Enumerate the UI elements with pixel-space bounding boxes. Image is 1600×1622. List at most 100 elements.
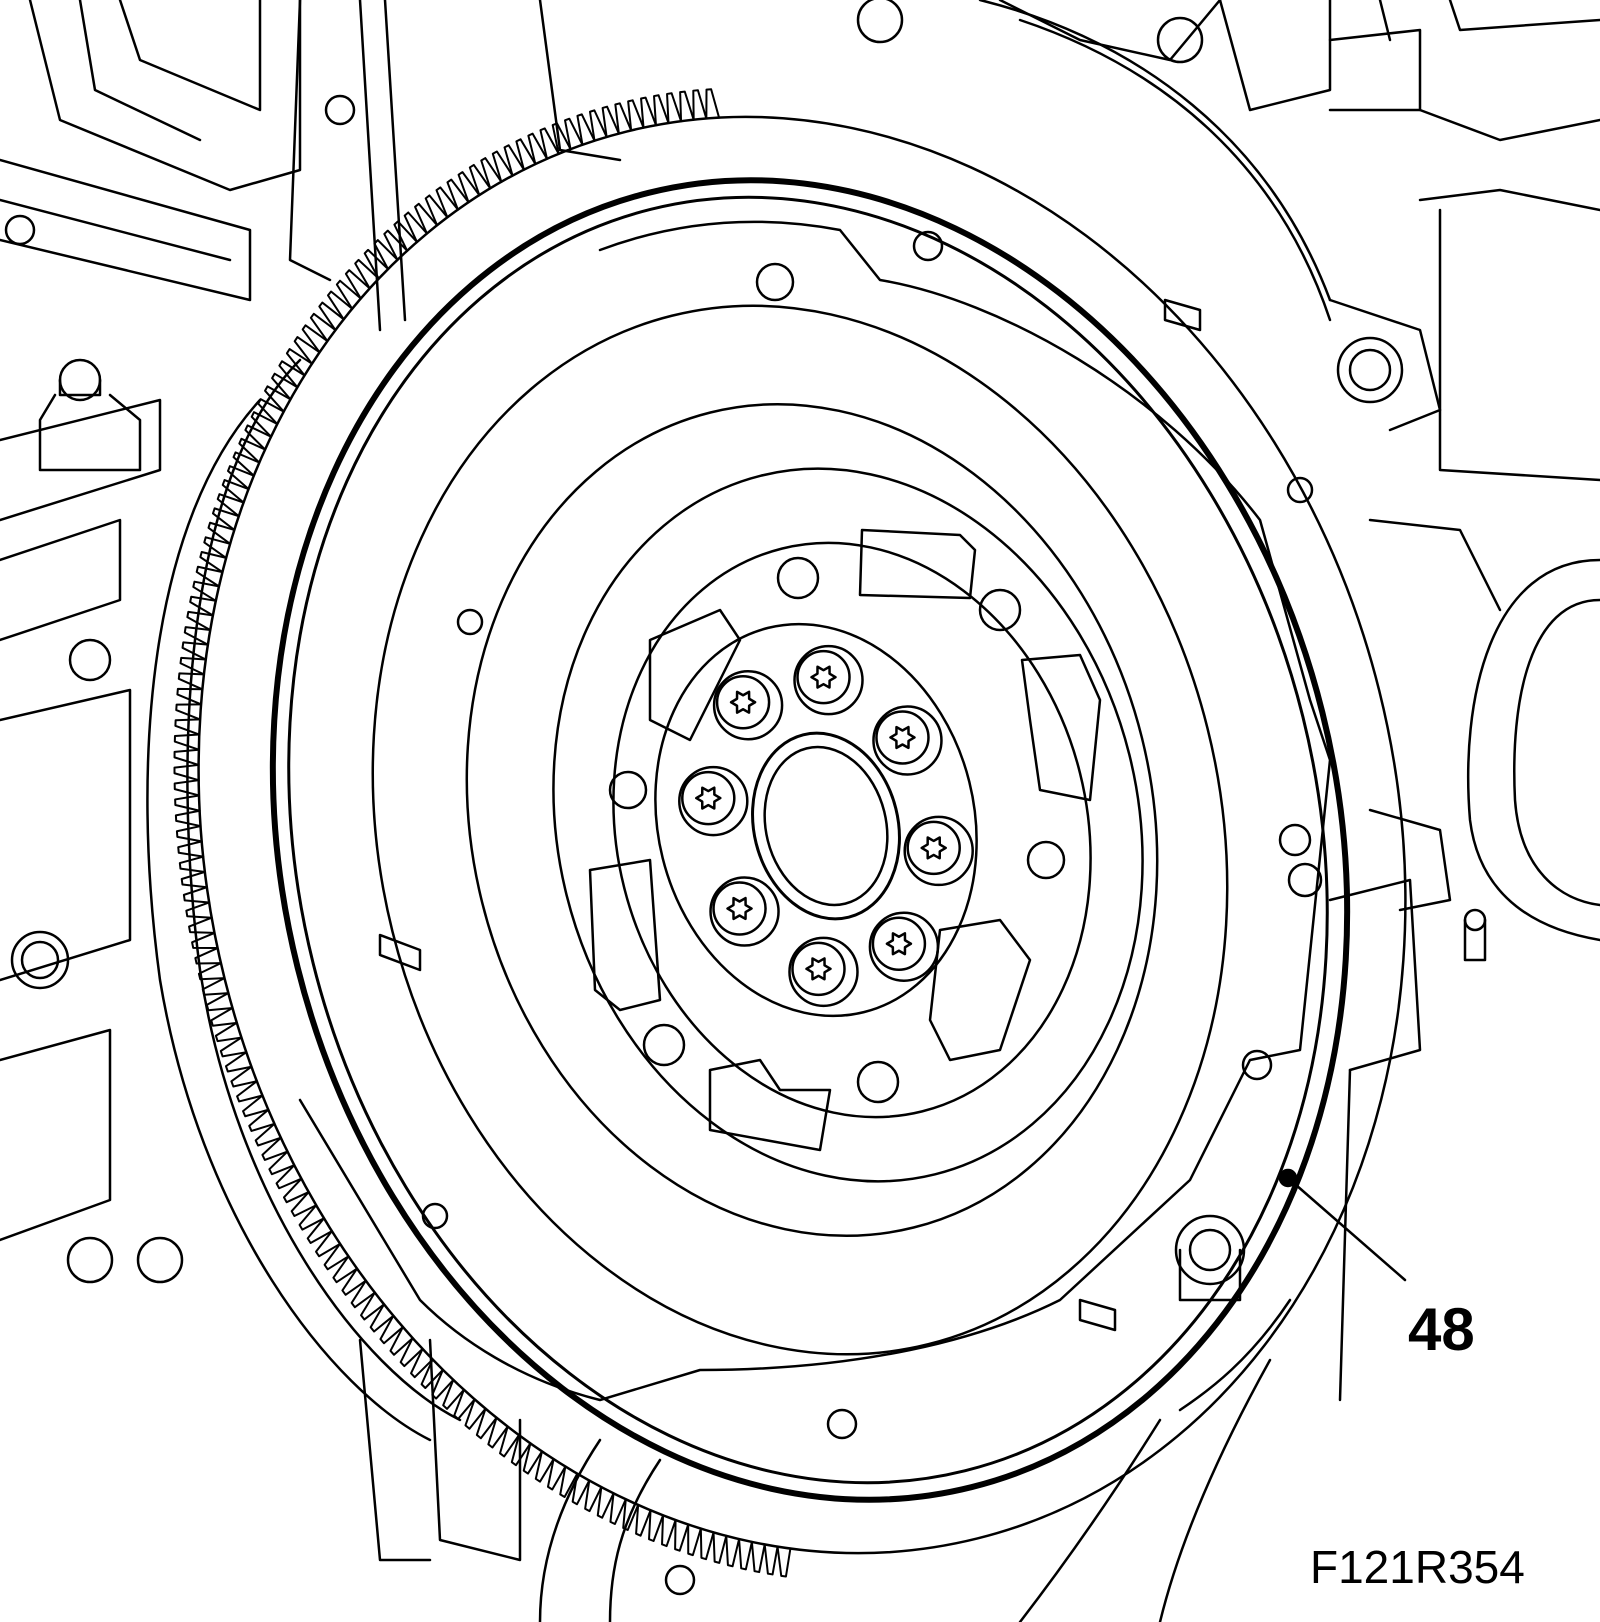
gear-tooth bbox=[414, 202, 439, 235]
gear-tooth bbox=[278, 360, 306, 389]
center-bolt bbox=[868, 911, 940, 982]
gear-tooth bbox=[221, 479, 250, 504]
gear-tooth bbox=[185, 901, 213, 919]
gear-tooth bbox=[219, 1036, 248, 1058]
gear-tooth bbox=[174, 794, 201, 812]
gear-tooth bbox=[230, 1065, 258, 1088]
gear-tooth bbox=[180, 870, 208, 889]
gear-tooth bbox=[393, 220, 418, 252]
gear-tooth bbox=[640, 96, 657, 129]
gear-tooth bbox=[197, 962, 226, 981]
gear-tooth bbox=[503, 144, 525, 177]
gear-tooth bbox=[306, 1217, 333, 1245]
gear-tooth bbox=[176, 687, 204, 706]
gear-tooth bbox=[315, 1230, 342, 1258]
gear-tooth bbox=[174, 809, 202, 828]
gear-tooth bbox=[188, 916, 216, 934]
gear-tooth bbox=[201, 977, 230, 996]
gear-tooth bbox=[199, 550, 228, 574]
gear-tooth bbox=[424, 194, 449, 227]
gear-tooth bbox=[363, 248, 390, 280]
gear-tooth bbox=[182, 886, 211, 904]
flywheel-outer-holes bbox=[378, 230, 1323, 1440]
center-bolt bbox=[872, 705, 943, 776]
gear-tooth bbox=[194, 947, 222, 965]
gear-tooth bbox=[174, 718, 202, 736]
gear-tooth bbox=[224, 1051, 253, 1073]
gear-tooth bbox=[238, 437, 267, 464]
gear-tooth bbox=[248, 1108, 276, 1132]
gear-tooth bbox=[653, 94, 670, 127]
gear-tooth bbox=[177, 840, 205, 858]
gear-tooth bbox=[627, 99, 645, 132]
gear-tooth bbox=[674, 1519, 690, 1552]
gear-tooth bbox=[189, 595, 217, 617]
gear-tooth bbox=[354, 258, 380, 290]
gear-tooth bbox=[420, 1358, 444, 1389]
gear-tooth bbox=[192, 580, 220, 602]
gear-tooth bbox=[776, 1545, 792, 1578]
gear-tooth bbox=[442, 1378, 465, 1410]
gear-tooth bbox=[290, 1191, 318, 1217]
gear-tooth bbox=[181, 641, 209, 661]
gear-tooth bbox=[335, 279, 362, 310]
gear-tooth bbox=[571, 1472, 591, 1506]
figure-id: F121R354 bbox=[1310, 1541, 1525, 1593]
gear-tooth bbox=[344, 269, 371, 300]
gear-tooth bbox=[515, 138, 537, 171]
gear-tooth bbox=[527, 132, 549, 166]
gear-tooth bbox=[195, 565, 224, 588]
gear-tooth bbox=[323, 1242, 350, 1271]
gear-tooth bbox=[763, 1543, 779, 1576]
gear-tooth bbox=[539, 127, 560, 160]
flywheel-hub bbox=[552, 467, 1144, 1183]
gear-tooth bbox=[564, 117, 584, 151]
ring-gear-teeth bbox=[173, 88, 792, 1578]
gear-tooth bbox=[453, 1388, 476, 1420]
gear-tooth bbox=[648, 1509, 665, 1543]
gear-tooth bbox=[435, 186, 459, 219]
gear-tooth bbox=[383, 229, 409, 261]
gear-tooth bbox=[183, 626, 212, 646]
gear-tooth bbox=[487, 1416, 509, 1449]
gear-tooth bbox=[175, 703, 203, 721]
gear-tooth bbox=[369, 1303, 395, 1333]
center-bolt bbox=[903, 815, 974, 887]
gear-tooth bbox=[522, 1442, 543, 1475]
gear-tooth bbox=[216, 493, 245, 518]
gear-tooth bbox=[712, 1531, 728, 1564]
gear-tooth bbox=[614, 102, 633, 135]
gear-tooth bbox=[264, 385, 292, 413]
gear-tooth bbox=[175, 825, 203, 843]
gear-tooth bbox=[609, 1492, 627, 1526]
callout-leader bbox=[1278, 1168, 1407, 1282]
gear-tooth bbox=[309, 312, 337, 343]
gear-tooth bbox=[687, 1523, 702, 1557]
gear-tooth bbox=[211, 507, 240, 531]
ring-gear bbox=[173, 88, 1407, 1578]
gear-tooth bbox=[360, 1291, 385, 1321]
gear-tooth bbox=[551, 122, 572, 155]
housing-holes bbox=[66, 94, 1312, 1596]
gear-tooth bbox=[692, 89, 708, 121]
gear-tooth bbox=[177, 672, 205, 691]
gear-tooth bbox=[373, 239, 399, 271]
gear-tooth bbox=[282, 1177, 310, 1204]
center-bolt bbox=[712, 670, 784, 741]
gear-tooth bbox=[431, 1368, 455, 1400]
gear-tooth bbox=[268, 1150, 296, 1176]
gear-tooth bbox=[236, 1080, 264, 1103]
gear-tooth bbox=[173, 763, 200, 782]
gear-tooth bbox=[179, 656, 207, 676]
gear-tooth bbox=[244, 424, 273, 451]
gear-tooth bbox=[446, 178, 470, 211]
gear-tooth bbox=[588, 109, 608, 142]
gear-tooth bbox=[326, 290, 354, 321]
gear-tooth bbox=[622, 1498, 640, 1531]
gear-tooth bbox=[559, 1465, 579, 1498]
gear-tooth bbox=[510, 1434, 532, 1467]
gear-tooth bbox=[499, 1425, 520, 1458]
gear-tooth bbox=[475, 1407, 498, 1440]
